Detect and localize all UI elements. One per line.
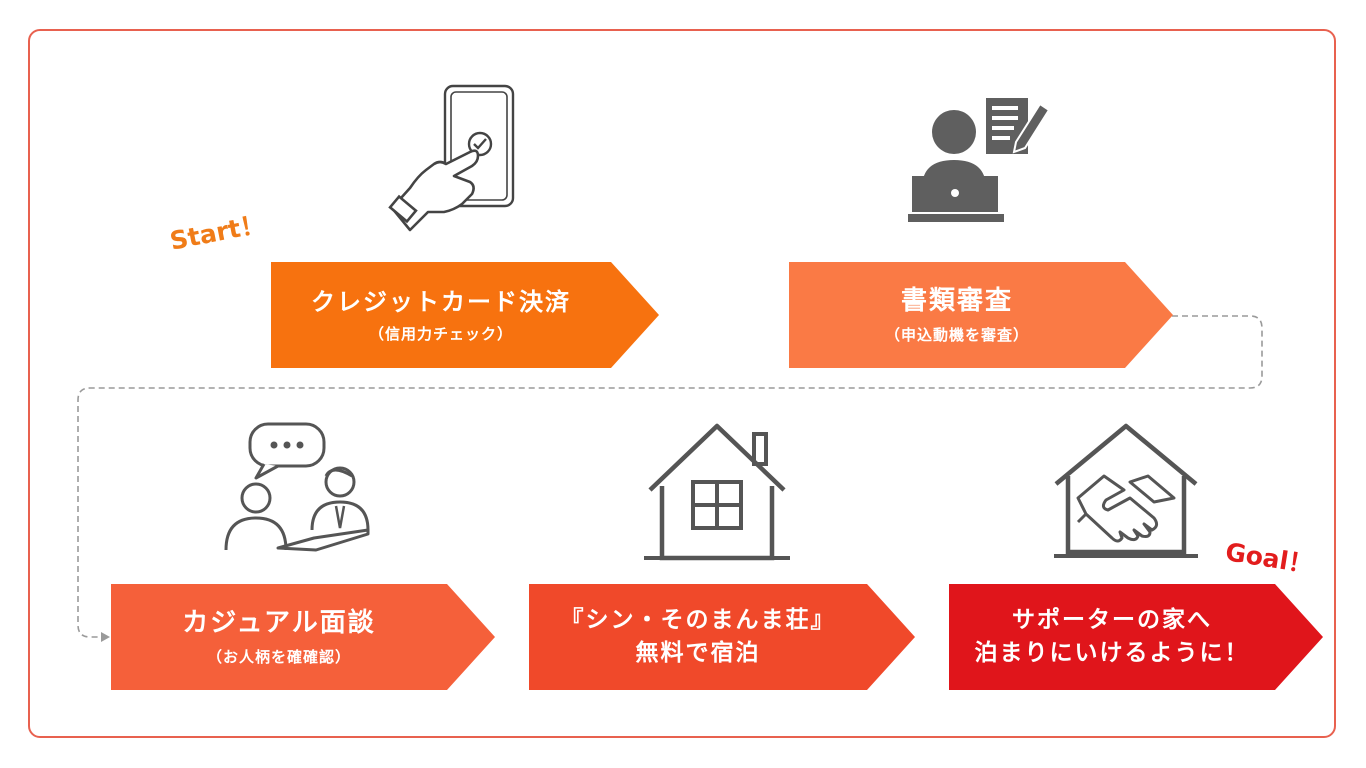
- step-title: 『シン・そのまんま荘』: [560, 606, 836, 633]
- step-supporter-home: サポーターの家へ 泊まりにいけるように！: [949, 584, 1323, 690]
- diagram-frame: [28, 29, 1336, 738]
- step-free-stay: 『シン・そのまんま荘』 無料で宿泊: [529, 584, 915, 690]
- connector-arrowhead: [101, 632, 110, 642]
- step-document-review: 書類審査 （申込動機を審査）: [789, 262, 1173, 368]
- step-credit-card: クレジットカード決済 （信用力チェック）: [271, 262, 659, 368]
- step-subtitle: （お人柄を確確認）: [206, 647, 351, 666]
- person-laptop-document-icon: [908, 98, 1051, 222]
- step-subtitle: （申込動機を審査）: [884, 325, 1029, 344]
- step-title: カジュアル面談: [182, 608, 376, 639]
- house-handshake-icon: [1054, 423, 1198, 558]
- step-title: クレジットカード決済: [311, 287, 571, 316]
- step-subtitle: 泊まりにいけるように！: [974, 640, 1250, 666]
- house-icon: [644, 423, 790, 561]
- smartphone-tap-icon: [388, 84, 515, 232]
- step-subtitle: （信用力チェック）: [368, 324, 513, 343]
- step-title: サポーターの家へ: [1012, 606, 1212, 633]
- step-casual-interview: カジュアル面談 （お人柄を確確認）: [111, 584, 495, 690]
- step-title: 書類審査: [900, 286, 1013, 317]
- conversation-icon: [224, 422, 370, 552]
- step-subtitle: 無料で宿泊: [635, 640, 761, 666]
